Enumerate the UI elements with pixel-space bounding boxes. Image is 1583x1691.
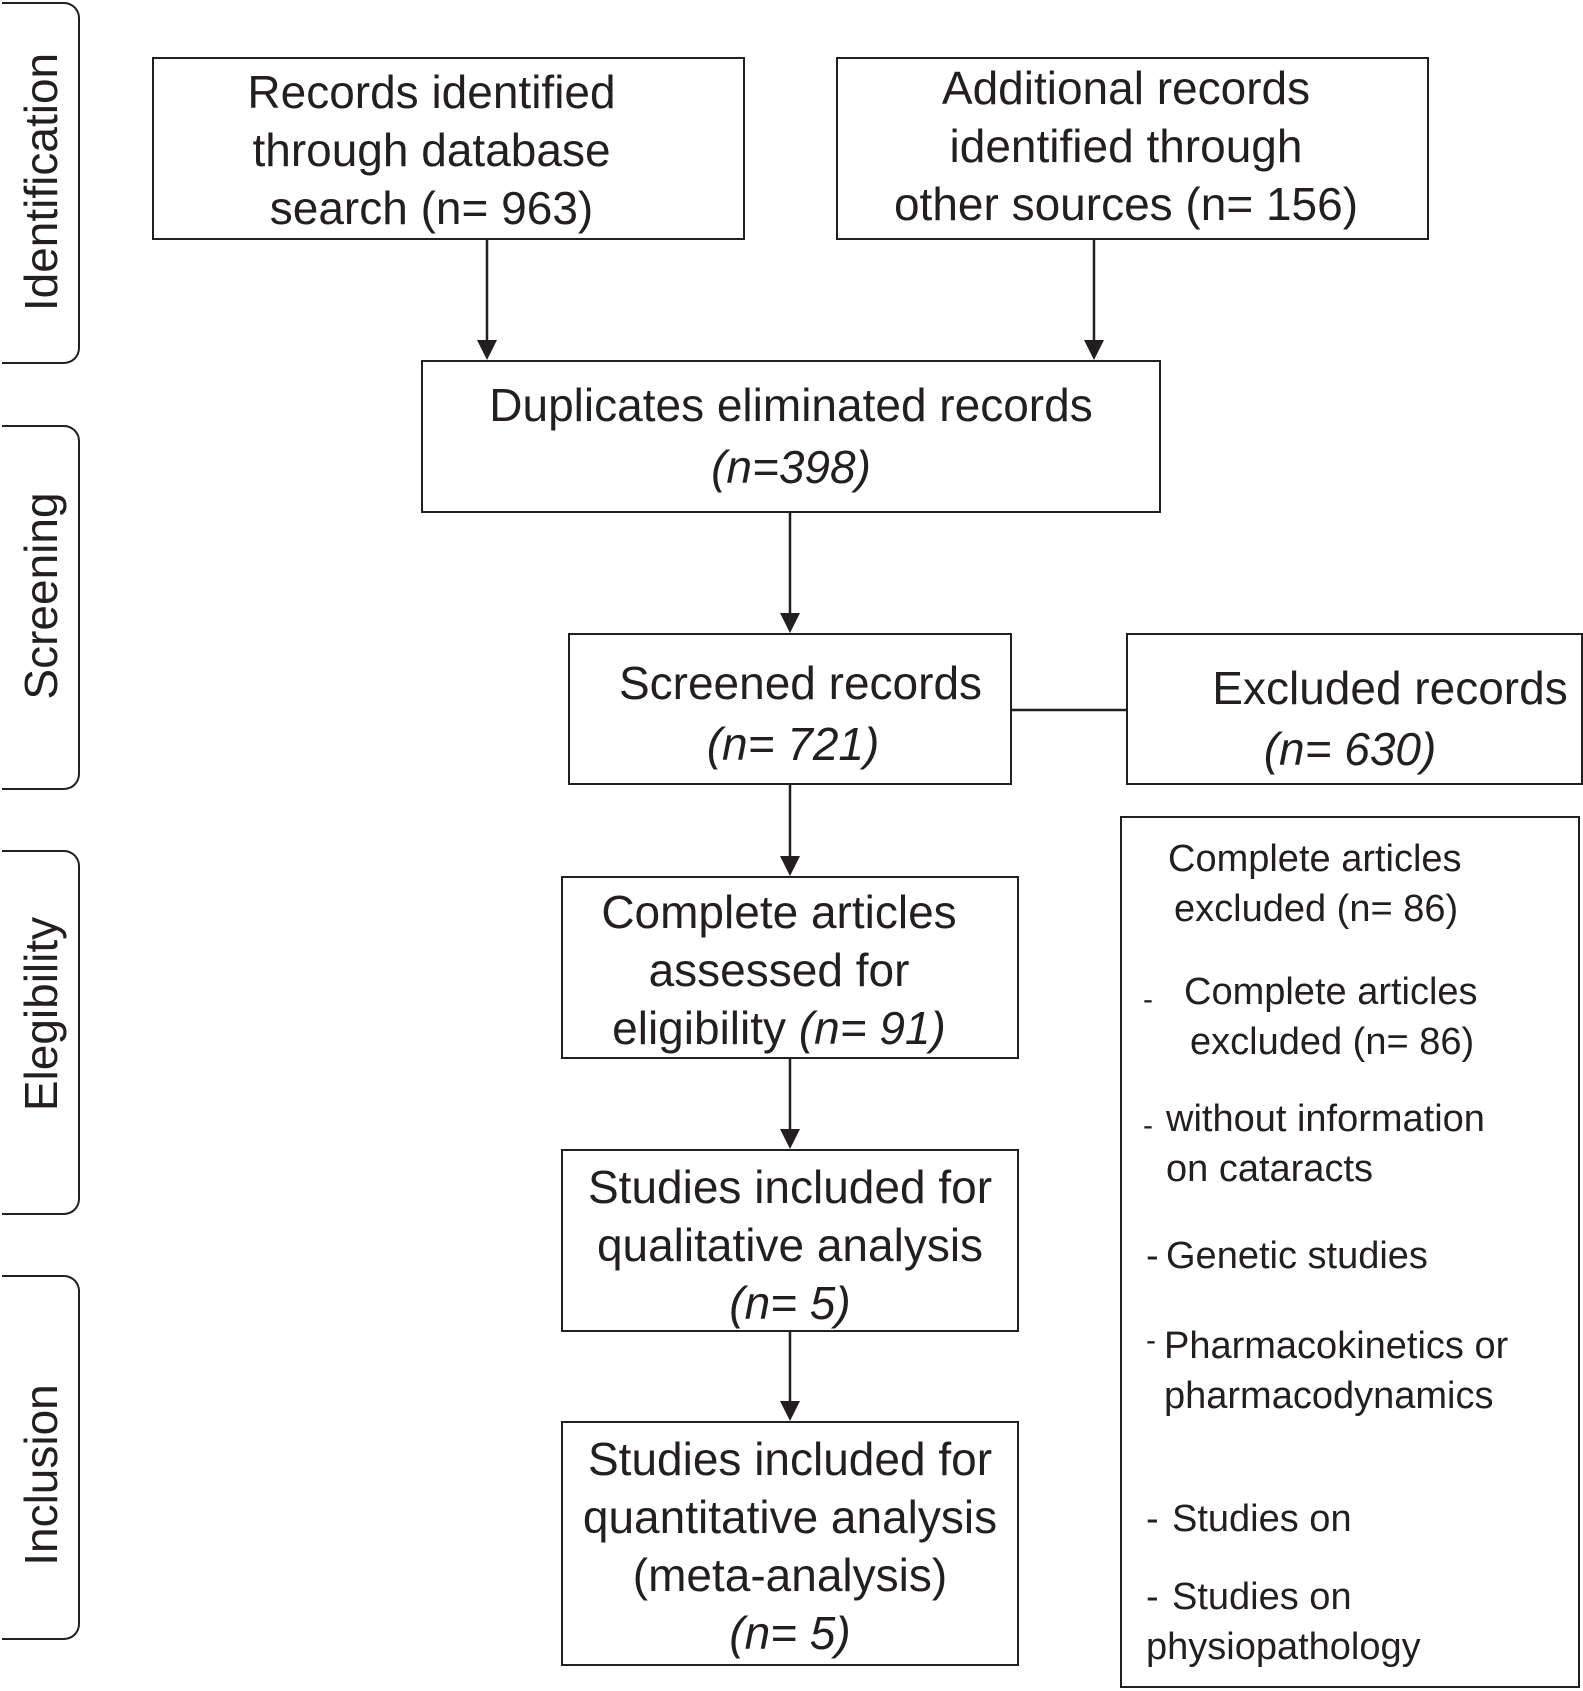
quantitative-analysis-box: [561, 1421, 1019, 1666]
excluded-records-label: Excluded records: [1212, 662, 1568, 714]
exclusion-item-3-dash: -: [1146, 1235, 1159, 1277]
screened-records-box: [568, 633, 1012, 785]
other-sources-line-2: identified through: [949, 120, 1303, 172]
arrowhead-quantitative: [780, 1401, 800, 1421]
exclusion-item-4-dash: -: [1146, 1324, 1156, 1357]
stage-label-screening: Screening: [15, 492, 67, 700]
duplicates-eliminated-label: Duplicates eliminated records: [489, 379, 1093, 431]
arrowhead-qualitative: [780, 1129, 800, 1149]
eligibility-assessed-line-1: Complete articles: [601, 886, 957, 938]
arrowhead-other-sources: [1084, 340, 1104, 360]
qualitative-analysis-line-2: qualitative analysis: [596, 1219, 984, 1271]
database-records-box: [152, 57, 745, 240]
quantitative-analysis-line-1: Studies included for: [587, 1433, 993, 1485]
qualitative-analysis-line-1: Studies included for: [587, 1161, 993, 1213]
quantitative-analysis-line-2: quantitative analysis: [582, 1491, 998, 1543]
exclusion-item-1-line-2: excluded (n= 86): [1190, 1021, 1475, 1063]
quantitative-analysis-count: (n= 5): [729, 1607, 851, 1659]
exclusion-item-5-line-1: Studies on: [1172, 1498, 1352, 1540]
arrowhead-screened: [780, 613, 800, 633]
exclusion-item-1-line-1: Complete articles: [1184, 971, 1478, 1013]
exclusion-item-6-line-1: Studies on: [1172, 1576, 1352, 1618]
eligibility-assessed-count: (n= 91): [798, 1002, 946, 1054]
screened-records-count: (n= 721): [706, 718, 880, 770]
excluded-records-count: (n= 630): [1263, 723, 1437, 775]
eligibility-assessed-box: [561, 876, 1019, 1059]
other-sources-records-box: [836, 57, 1429, 240]
database-records-line-2: through database: [252, 124, 611, 176]
exclusion-item-4-line-2: pharmacodynamics: [1164, 1375, 1494, 1417]
database-records-line-1: Records identified: [247, 66, 616, 118]
other-sources-line-3: other sources (n= 156): [893, 178, 1359, 230]
duplicates-eliminated-box: [421, 360, 1161, 513]
quantitative-analysis-line-3: (meta-analysis): [632, 1549, 948, 1601]
exclusion-details-header-line-1: Complete articles: [1168, 838, 1462, 880]
exclusion-item-4-line-1: Pharmacokinetics or: [1164, 1325, 1509, 1367]
database-records-line-3: search (n= 963): [269, 182, 594, 234]
arrowhead-eligibility: [780, 856, 800, 876]
excluded-records-box: [1126, 633, 1583, 785]
exclusion-item-5-dash: -: [1146, 1498, 1159, 1540]
exclusion-details-box: [1120, 816, 1580, 1688]
exclusion-item-2-line-1: without information: [1166, 1098, 1485, 1140]
eligibility-assessed-word: eligibility: [612, 1002, 787, 1054]
screened-records-label: Screened records: [618, 657, 983, 709]
exclusion-item-2-line-2: on cataracts: [1166, 1148, 1373, 1190]
qualitative-analysis-count: (n= 5): [729, 1277, 851, 1329]
exclusion-item-6-line-2: physiopathology: [1146, 1626, 1421, 1668]
stage-bracket-screening: [2, 425, 80, 790]
eligibility-assessed-line-2: assessed for: [648, 944, 910, 996]
eligibility-assessed-line-3: eligibility (n= 91): [561, 999, 997, 1057]
exclusion-details-header-line-2: excluded (n= 86): [1174, 888, 1459, 930]
duplicates-eliminated-count: (n=398): [711, 441, 871, 493]
exclusion-item-3-line-1: Genetic studies: [1166, 1235, 1428, 1277]
exclusion-item-1-dash: -: [1143, 983, 1153, 1016]
stage-label-inclusion: Inclusion: [15, 1384, 67, 1566]
exclusion-item-6-dash: -: [1146, 1576, 1159, 1618]
stage-bracket-identification: [2, 2, 80, 364]
stage-label-identification: Identification: [15, 52, 67, 312]
stage-bracket-eligibility: [2, 850, 80, 1215]
qualitative-analysis-box: [561, 1149, 1019, 1332]
stage-label-eligibility: Elegibility: [15, 916, 67, 1112]
stage-bracket-inclusion: [2, 1275, 80, 1640]
arrowhead-database: [477, 340, 497, 360]
exclusion-item-2-dash: -: [1143, 1109, 1153, 1142]
other-sources-line-1: Additional records: [941, 62, 1311, 114]
